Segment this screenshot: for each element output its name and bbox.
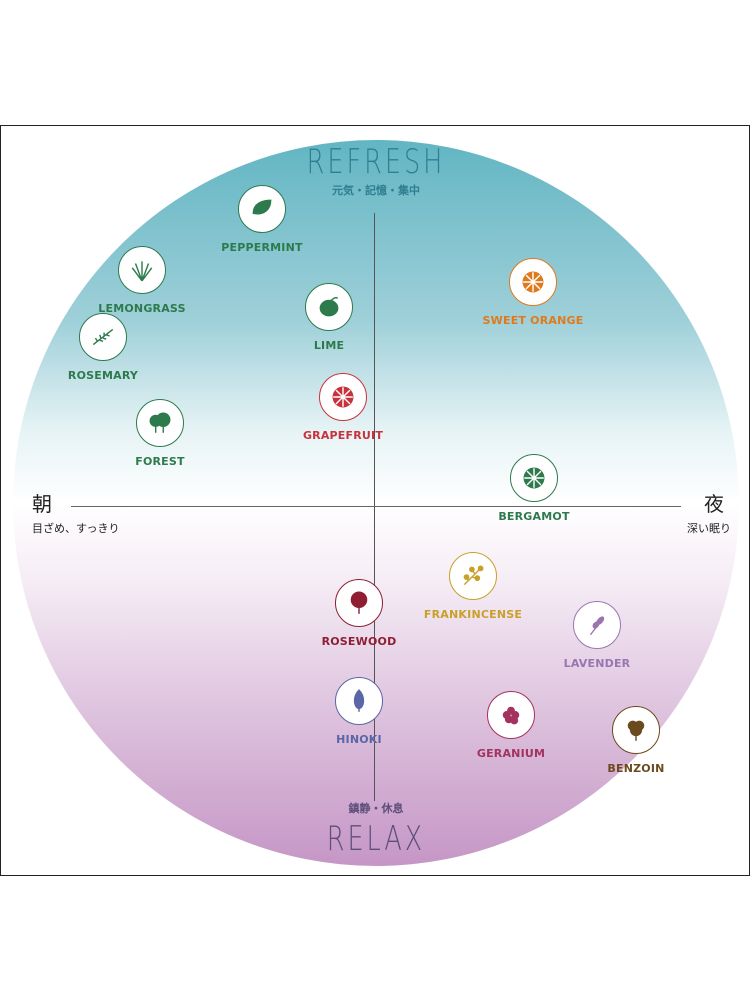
oil-node-lavender: LAVENDER [527,601,667,671]
oil-label: LIME [313,339,345,352]
geranium-flower-icon [487,691,535,739]
diagram-frame: REFRESH 元気・記憶・集中 鎮静・休息 RELAX 朝 目ざめ、すっきり … [0,125,750,876]
oil-node-rosemary: ROSEMARY [33,313,173,383]
night-subtitle: 深い眠り [687,522,731,535]
oil-node-hinoki: HINOKI [289,677,429,747]
oil-node-frankincense: FRANKINCENSE [403,552,543,622]
oil-label: ROSEMARY [67,369,139,382]
oil-label: SWEET ORANGE [482,314,584,327]
oil-label: GRAPEFRUIT [302,429,384,442]
oil-label: LEMONGRASS [98,302,186,315]
oil-label: BERGAMOT [498,510,570,523]
oil-node-sweet-orange: SWEET ORANGE [463,258,603,328]
rosemary-sprig-icon [79,313,127,361]
oil-label: FRANKINCENSE [423,608,523,621]
cypress-icon [335,677,383,725]
vertical-axis [374,213,375,801]
refresh-title: REFRESH [306,142,446,182]
lavender-icon [573,601,621,649]
grapefruit-slice-icon [319,373,367,421]
oil-label: HINOKI [336,733,382,746]
grass-icon [118,246,166,294]
oil-node-lime: LIME [259,283,399,353]
morning-subtitle: 目ざめ、すっきり [32,522,120,535]
relax-subtitle: 鎮静・休息 [348,802,404,815]
night-title: 夜 [704,492,724,516]
oil-label: GERANIUM [476,747,546,760]
horizontal-axis [71,506,681,507]
orange-slice-icon [509,258,557,306]
trees-icon [136,399,184,447]
oil-label: ROSEWOOD [321,635,397,648]
oil-node-lemongrass: LEMONGRASS [72,246,212,316]
mint-leaf-icon [238,185,286,233]
oil-label: PEPPERMINT [221,241,303,254]
oil-node-peppermint: PEPPERMINT [192,185,332,255]
oil-node-geranium: GERANIUM [441,691,581,761]
refresh-subtitle: 元気・記憶・集中 [332,184,420,197]
oil-label: BENZOIN [607,762,665,775]
oil-label: LAVENDER [563,657,631,670]
lime-icon [305,283,353,331]
oil-node-benzoin: BENZOIN [566,706,706,776]
benzoin-tree-icon [612,706,660,754]
relax-title: RELAX [326,819,426,859]
oil-node-grapefruit: GRAPEFRUIT [273,373,413,443]
oil-node-bergamot: BERGAMOT [464,454,604,524]
citrus-slice-icon [510,454,558,502]
oil-node-forest: FOREST [90,399,230,469]
oil-label: FOREST [135,455,185,468]
oil-node-rosewood: ROSEWOOD [289,579,429,649]
morning-title: 朝 [32,492,52,516]
resin-branch-icon [449,552,497,600]
tree-icon [335,579,383,627]
